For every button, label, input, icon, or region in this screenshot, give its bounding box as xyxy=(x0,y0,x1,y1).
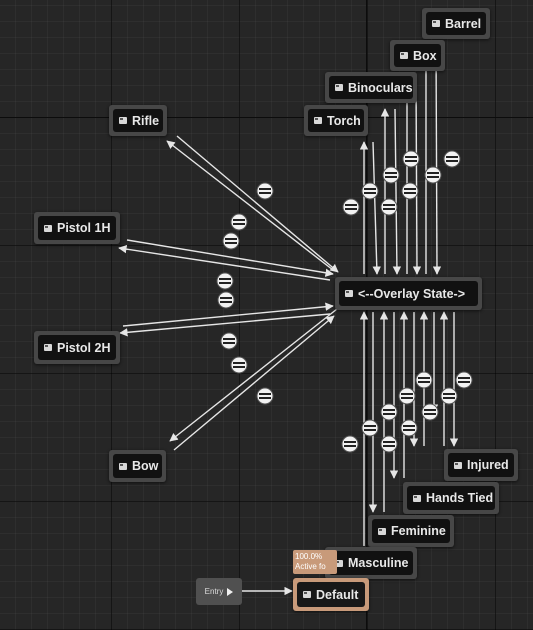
state-node-icon xyxy=(44,224,52,232)
state-node-icon xyxy=(345,290,353,297)
state-node-label: Bow xyxy=(132,459,159,473)
active-state-indicator: 100.0% Active fo xyxy=(293,550,337,574)
state-node-label: Hands Tied xyxy=(426,491,494,505)
active-percent: 100.0% xyxy=(295,552,323,561)
transition-rule-icon[interactable] xyxy=(256,182,274,200)
state-node-icon xyxy=(44,344,52,351)
state-node-icon xyxy=(119,117,127,124)
transition-rule-icon[interactable] xyxy=(424,166,442,184)
grid-axis-horizontal xyxy=(0,117,533,118)
transition-rule-icon[interactable] xyxy=(401,182,419,200)
state-node-hands-tied[interactable]: Hands Tied xyxy=(403,482,499,514)
transition-rule-icon[interactable] xyxy=(421,403,439,421)
transition-rule-icon[interactable] xyxy=(217,291,235,309)
transition-rule-icon[interactable] xyxy=(361,182,379,200)
play-arrow-icon xyxy=(227,587,234,596)
state-node-icon xyxy=(335,84,343,91)
transition-rule-icon[interactable] xyxy=(382,166,400,184)
state-node-label: Box xyxy=(413,48,437,63)
state-node-icon xyxy=(119,462,127,470)
transition-rule-icon[interactable] xyxy=(440,387,458,405)
state-node-default[interactable]: Default xyxy=(293,578,369,611)
state-node-label: Binoculars xyxy=(348,80,413,95)
active-for-text: Active fo xyxy=(295,562,326,571)
state-node-overlay-state[interactable]: <--Overlay State-> xyxy=(335,277,482,310)
state-node-pistol-1h[interactable]: Pistol 1H xyxy=(34,212,120,244)
state-node-barrel[interactable]: Barrel xyxy=(422,8,490,39)
transition-rule-icon[interactable] xyxy=(230,356,248,374)
state-node-label: Pistol 2H xyxy=(57,340,111,355)
state-node-label: Feminine xyxy=(391,524,446,538)
state-node-rifle[interactable]: Rifle xyxy=(109,105,167,136)
transition-rule-icon[interactable] xyxy=(380,435,398,453)
state-node-label: Rifle xyxy=(132,113,160,128)
transition-rule-icon[interactable] xyxy=(380,198,398,216)
state-node-pistol-2h[interactable]: Pistol 2H xyxy=(34,331,120,364)
transition-rule-icon[interactable] xyxy=(398,387,416,405)
state-node-label: Barrel xyxy=(445,16,482,31)
transition-rule-icon[interactable] xyxy=(216,272,234,290)
transition-rule-icon[interactable] xyxy=(402,150,420,168)
state-node-torch[interactable]: Torch xyxy=(304,105,368,136)
state-node-icon xyxy=(454,461,462,469)
state-node-icon xyxy=(400,52,408,59)
transition-rule-icon[interactable] xyxy=(256,387,274,405)
transition-rule-icon[interactable] xyxy=(222,232,240,250)
state-node-feminine[interactable]: Feminine xyxy=(368,515,454,547)
state-node-label: <--Overlay State-> xyxy=(358,286,465,301)
state-node-label: Torch xyxy=(327,113,361,128)
state-node-box[interactable]: Box xyxy=(390,40,445,71)
transition-rule-icon[interactable] xyxy=(342,198,360,216)
state-node-icon xyxy=(378,527,386,535)
state-node-bow[interactable]: Bow xyxy=(109,450,166,482)
transition-rule-icon[interactable] xyxy=(220,332,238,350)
state-node-icon xyxy=(335,559,343,567)
state-node-injured[interactable]: Injured xyxy=(444,449,518,481)
transition-rule-icon[interactable] xyxy=(341,435,359,453)
state-node-icon xyxy=(432,20,440,27)
transition-rule-icon[interactable] xyxy=(230,213,248,231)
transition-rule-icon[interactable] xyxy=(455,371,473,389)
state-node-masculine[interactable]: Masculine xyxy=(325,547,417,579)
state-node-label: Pistol 1H xyxy=(57,221,111,235)
transition-rule-icon[interactable] xyxy=(380,403,398,421)
transition-rule-icon[interactable] xyxy=(361,419,379,437)
state-node-icon xyxy=(314,117,322,124)
entry-node[interactable]: Entry xyxy=(196,578,242,605)
state-node-icon xyxy=(303,591,311,598)
transition-rule-icon[interactable] xyxy=(415,371,433,389)
state-node-label: Masculine xyxy=(348,556,409,570)
state-node-icon xyxy=(413,494,421,502)
state-node-label: Default xyxy=(316,587,359,602)
entry-label: Entry xyxy=(204,587,224,596)
transition-rule-icon[interactable] xyxy=(443,150,461,168)
transition-rule-icon[interactable] xyxy=(400,419,418,437)
state-node-label: Injured xyxy=(467,458,509,472)
state-node-binoculars[interactable]: Binoculars xyxy=(325,72,417,103)
